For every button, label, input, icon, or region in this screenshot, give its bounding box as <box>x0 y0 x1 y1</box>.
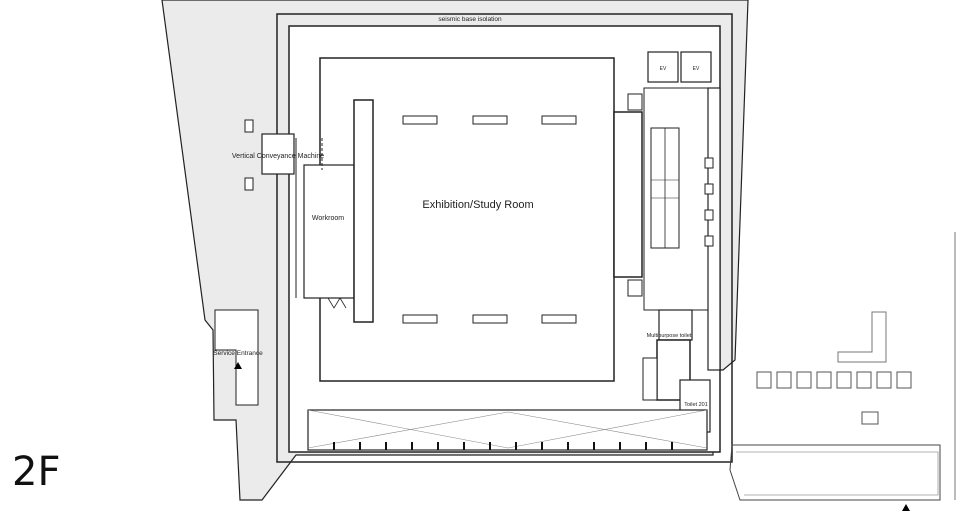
ev-right-label: EV <box>693 66 700 72</box>
vertical-conveyance-label: Vertical Conveyance Machine <box>232 153 324 160</box>
floor-label: 2F <box>12 449 61 495</box>
terrace-entrance-arrow <box>902 504 910 511</box>
parking-boxes <box>756 371 912 389</box>
terrace <box>729 444 941 501</box>
service-entrance-arrow <box>234 362 242 369</box>
exhibition-label: Exhibition/Study Room <box>422 199 533 211</box>
south-gallery <box>307 409 708 451</box>
east-core-wall <box>613 111 643 278</box>
gallery-columns <box>333 442 673 450</box>
partition-wall <box>353 99 374 323</box>
toilet-label: Toilet 201 <box>684 402 708 408</box>
service-entrance-label: Service Entrance <box>213 350 263 357</box>
elevator-right <box>680 51 712 83</box>
workroom <box>303 164 355 299</box>
west-opening <box>214 309 259 406</box>
ev-left-label: EV <box>660 66 667 72</box>
vertical-conveyance-machine <box>261 133 295 175</box>
walkway-outline <box>837 311 887 363</box>
toilet-block <box>656 339 691 401</box>
multipurpose-toilet-label: Multipurpose toilet <box>647 333 692 339</box>
seismic-label: seismic base isolation <box>438 16 502 23</box>
small-structure <box>861 411 879 425</box>
seismic-isolation-line <box>276 13 733 463</box>
workroom-label: Workroom <box>312 215 344 222</box>
display-cases <box>402 115 577 324</box>
elevator-left <box>647 51 679 83</box>
